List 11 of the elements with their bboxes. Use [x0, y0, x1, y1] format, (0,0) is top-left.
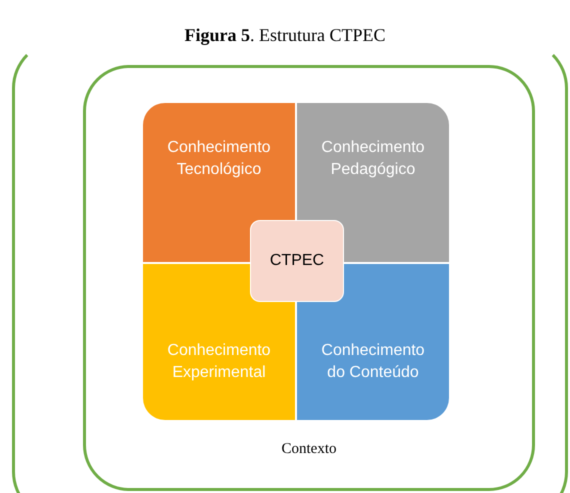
- node-label: Conhecimento Experimental: [166, 341, 272, 383]
- center-box: [250, 220, 344, 302]
- node-label: Conhecimento Tecnológico: [166, 138, 272, 180]
- quadrant-box: [143, 264, 295, 420]
- figure-title: Figura 5. Estrutura CTPEC: [184, 24, 386, 47]
- node-label: Conhecimento Pedagógico: [320, 138, 426, 180]
- context-box: [83, 65, 535, 491]
- node-label: Conhecimento do Conteúdo: [320, 341, 426, 383]
- node-label: CTPEC: [268, 251, 326, 271]
- quadrant-box: [297, 264, 449, 420]
- context-label: Contexto: [280, 440, 338, 458]
